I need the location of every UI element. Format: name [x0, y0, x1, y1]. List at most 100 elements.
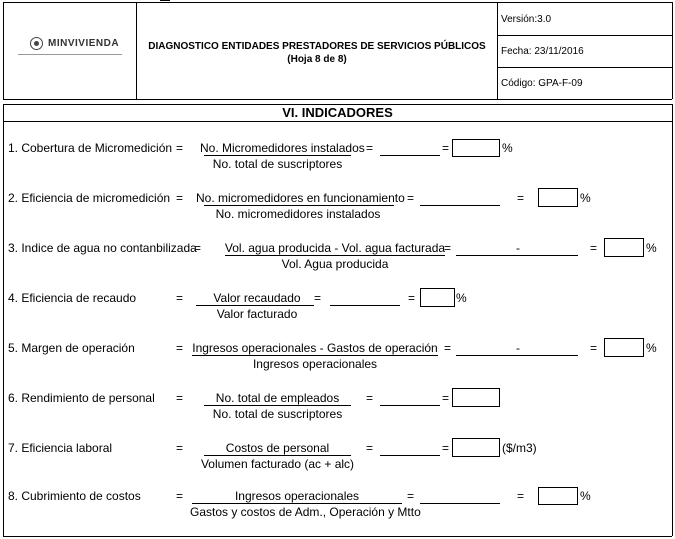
- equals-sign: =: [176, 291, 184, 305]
- result-box[interactable]: [452, 388, 500, 407]
- body-bottom-border: [3, 536, 672, 537]
- unit-label: %: [580, 489, 591, 503]
- fraction-bar: [225, 255, 445, 256]
- equals-sign: =: [407, 191, 415, 205]
- formula-denominator: Vol. Agua producida: [281, 257, 389, 271]
- equals-sign: =: [407, 489, 415, 503]
- equals-sign: =: [176, 441, 184, 455]
- meta-divider-2: [497, 67, 672, 68]
- section-title: VI. INDICADORES: [282, 105, 393, 120]
- indicator-label: 2. Eficiencia de micromedición: [8, 191, 171, 205]
- equals-sign: =: [194, 241, 202, 255]
- equals-sign: =: [366, 141, 374, 155]
- header-right-border: [672, 2, 673, 99]
- equals-sign: =: [517, 489, 525, 503]
- equals-sign: =: [442, 441, 450, 455]
- fraction-bar: [204, 405, 351, 406]
- equals-sign: =: [176, 391, 184, 405]
- result-box[interactable]: [452, 438, 500, 457]
- date-text: Fecha: 23/11/2016: [501, 46, 584, 57]
- formula-numerator: Ingresos operacionales: [234, 489, 360, 503]
- equals-sign: =: [517, 191, 525, 205]
- formula-denominator: No. total de suscriptores: [212, 407, 343, 421]
- document-subtitle: (Hoja 8 de 8): [287, 54, 347, 65]
- formula-denominator: No. micromedidores instalados: [215, 207, 381, 221]
- equals-sign: =: [442, 391, 450, 405]
- result-box[interactable]: [538, 188, 578, 207]
- indicator-label: 4. Eficiencia de recaudo: [8, 291, 137, 305]
- fraction-bar: [192, 355, 438, 356]
- body-right-border: [672, 104, 673, 536]
- equals-sign: =: [408, 291, 416, 305]
- formula-denominator: Valor facturado: [216, 307, 298, 321]
- value-blank[interactable]: [420, 503, 500, 504]
- section-title-top: [3, 104, 672, 105]
- fraction-bar: [204, 205, 394, 206]
- body-left-border: [3, 104, 4, 536]
- indicator-label: 6. Rendimiento de personal: [8, 391, 155, 405]
- unit-label: %: [502, 141, 513, 155]
- equals-sign: =: [442, 141, 450, 155]
- dash-sign: -: [516, 241, 520, 255]
- equals-sign: =: [176, 341, 184, 355]
- meta-divider-1: [497, 35, 672, 36]
- indicator-label: 8. Cubrimiento de costos: [8, 489, 141, 503]
- header-divider-meta: [497, 2, 498, 99]
- code-text: Código: GPA-F-09: [501, 78, 583, 89]
- result-box[interactable]: [452, 139, 500, 157]
- formula-denominator: Ingresos operacionales: [252, 357, 378, 371]
- fraction-bar: [204, 155, 351, 156]
- formula-denominator: Gastos y costos de Adm., Operación y Mtt…: [190, 505, 421, 519]
- logo-text: MINVIVIENDA: [48, 38, 120, 49]
- equals-sign: =: [176, 191, 184, 205]
- fraction-bar: [192, 503, 402, 504]
- value-blank[interactable]: [330, 305, 400, 306]
- value-blank[interactable]: [456, 355, 578, 356]
- equals-sign: =: [366, 441, 374, 455]
- result-box[interactable]: [604, 238, 644, 257]
- header-divider-logo: [136, 2, 137, 99]
- unit-label: %: [646, 341, 657, 355]
- logo-underline: [18, 54, 122, 55]
- indicator-label: 5. Margen de operación: [8, 341, 135, 355]
- fraction-bar: [204, 455, 351, 456]
- result-box[interactable]: [420, 288, 455, 307]
- value-blank[interactable]: [380, 455, 440, 456]
- value-blank[interactable]: [456, 255, 578, 256]
- header-top-tick: [160, 0, 170, 1]
- seal-icon: [30, 37, 43, 50]
- result-box[interactable]: [538, 487, 578, 505]
- equals-sign: =: [590, 341, 598, 355]
- minvivienda-logo: MINVIVIENDA: [30, 37, 119, 50]
- equals-sign: =: [366, 391, 374, 405]
- equals-sign: =: [444, 341, 452, 355]
- unit-label: ($/m3): [502, 441, 537, 455]
- unit-label: %: [580, 191, 591, 205]
- formula-denominator: No. total de suscriptores: [212, 157, 343, 171]
- equals-sign: =: [176, 489, 184, 503]
- formula-numerator: No. total de empleados: [215, 391, 340, 405]
- formula-numerator: Ingresos operacionales - Gastos de opera…: [192, 341, 438, 355]
- header-bottom-border: [3, 99, 672, 100]
- indicator-label: 7. Eficiencia laboral: [8, 441, 113, 455]
- document-title: DIAGNOSTICO ENTIDADES PRESTADORES DE SER…: [148, 41, 486, 52]
- indicator-label: 3. Indice de agua no contanbilizada: [8, 241, 197, 255]
- header-left-border: [3, 2, 4, 99]
- section-title-bottom: [3, 121, 672, 122]
- value-blank[interactable]: [420, 205, 500, 206]
- formula-numerator: Valor recaudado: [213, 291, 301, 305]
- equals-sign: =: [590, 241, 598, 255]
- value-blank[interactable]: [380, 405, 440, 406]
- unit-label: %: [646, 241, 657, 255]
- formula-numerator: Costos de personal: [225, 441, 330, 455]
- equals-sign: =: [314, 291, 322, 305]
- equals-sign: =: [444, 241, 452, 255]
- header-top-border: [3, 2, 672, 3]
- formula-denominator: Volumen facturado (ac + alc): [200, 457, 355, 471]
- result-box[interactable]: [604, 338, 644, 357]
- value-blank[interactable]: [380, 155, 440, 156]
- indicator-label: 1. Cobertura de Micromedición: [8, 141, 173, 155]
- dash-sign: -: [516, 341, 520, 355]
- formula-numerator: No. Micromedidores instalados: [200, 141, 365, 155]
- formula-numerator: Vol. agua producida - Vol. agua facturad…: [224, 241, 446, 255]
